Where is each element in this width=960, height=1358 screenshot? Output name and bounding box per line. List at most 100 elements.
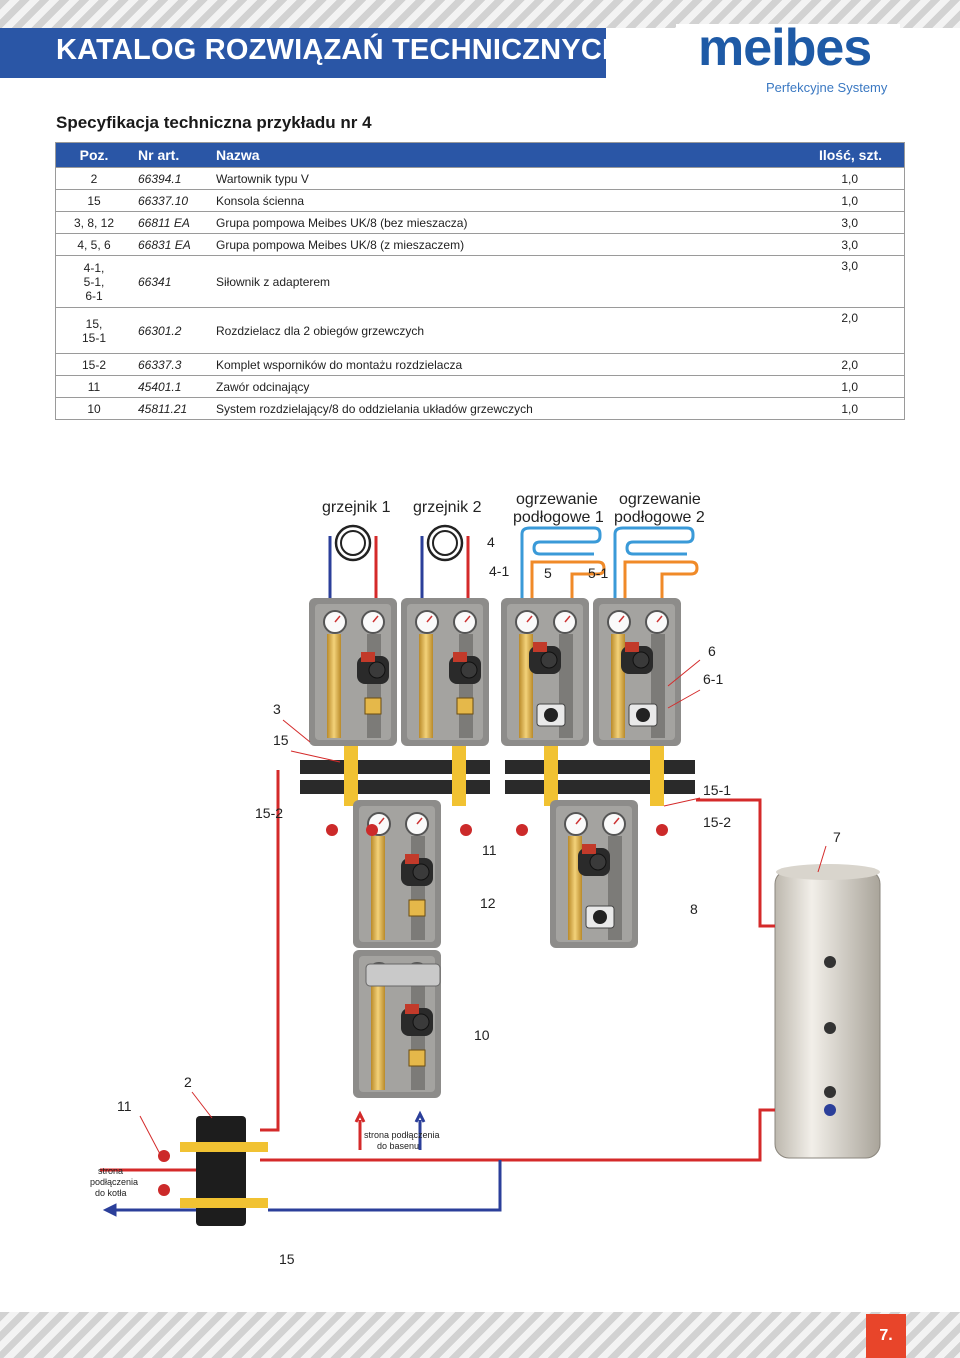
distributor-15-1 [505, 746, 695, 806]
cell-art: 66337.10 [132, 189, 210, 212]
cell-name: Rozdzielacz dla 2 obiegów grzewczych [210, 307, 782, 354]
table-row: 11 45401.1 Zawór odcinający 1,0 [55, 375, 905, 398]
table-header-row: Poz. Nr art. Nazwa Ilość, szt. [55, 142, 905, 168]
callout-3: 3 [273, 701, 281, 717]
cell-qty: 2,0 [782, 307, 905, 354]
cell-poz: 15-2 [55, 353, 132, 376]
boiler-note-line1: strona [98, 1166, 123, 1176]
page-title: KATALOG ROZWIĄZAŃ TECHNICZNYCH [56, 34, 624, 66]
hydraulic-diagram: grzejnik 1 grzejnik 2 ogrzewanie podłogo… [90, 491, 881, 1267]
floor-heating-2-loop [613, 526, 699, 602]
label-floor-1-line1: ogrzewanie [516, 491, 598, 508]
callout-15-bottom: 15 [279, 1251, 295, 1267]
cell-art: 66337.3 [132, 353, 210, 376]
table-row: 4, 5, 6 66831 EA Grupa pompowa Meibes UK… [55, 233, 905, 256]
callout-5-1: 5-1 [588, 565, 608, 581]
cell-qty: 3,0 [782, 211, 905, 234]
callout-8: 8 [690, 901, 698, 917]
radiator1-loop [328, 524, 378, 602]
col-header-poz: Poz. [55, 142, 132, 168]
cell-poz: 10 [55, 397, 132, 420]
storage-tank-7 [774, 864, 881, 1159]
cell-art: 45811.21 [132, 397, 210, 420]
hydraulic-separator-2 [158, 1116, 268, 1226]
col-header-name: Nazwa [210, 142, 782, 168]
spec-title: Specyfikacja techniczna przykładu nr 4 [56, 113, 372, 132]
cell-qty: 1,0 [782, 189, 905, 212]
cell-poz: 15, 15-1 [55, 307, 132, 354]
cell-name: Grupa pompowa Meibes UK/8 (z mieszaczem) [210, 233, 782, 256]
spec-table: Poz. Nr art. Nazwa Ilość, szt. 2 66394.1… [55, 142, 905, 420]
cell-poz: 15 [55, 189, 132, 212]
cell-qty: 1,0 [782, 167, 905, 190]
table-row: 10 45811.21 System rozdzielający/8 do od… [55, 397, 905, 420]
cell-art: 66301.2 [132, 307, 210, 354]
pump-group-4 [501, 598, 589, 746]
callout-6-1: 6-1 [703, 671, 723, 687]
callout-10: 10 [474, 1027, 490, 1043]
radiator2-loop [420, 524, 470, 602]
cell-poz: 11 [55, 375, 132, 398]
callout-15-1: 15-1 [703, 782, 731, 798]
callout-12: 12 [480, 895, 496, 911]
label-floor-1-line2: podłogowe 1 [513, 509, 604, 526]
cell-name: Grupa pompowa Meibes UK/8 (bez mieszacza… [210, 211, 782, 234]
pump-group-12 [353, 800, 441, 948]
callout-15: 15 [273, 732, 289, 748]
table-row: 15 66337.10 Konsola ścienna 1,0 [55, 189, 905, 212]
logo-wordmark: meibes [698, 19, 872, 77]
label-radiator-2: grzejnik 2 [413, 499, 482, 516]
label-radiator-1: grzejnik 1 [322, 499, 391, 516]
pool-note-line1: strona podłączenia [364, 1130, 440, 1140]
cell-qty: 2,0 [782, 353, 905, 376]
cell-name: Zawór odcinający [210, 375, 782, 398]
distributor-15 [300, 746, 490, 806]
cell-name: System rozdzielający/8 do oddzielania uk… [210, 397, 782, 420]
leader-lines [139, 659, 827, 1155]
table-row: 2 66394.1 Wartownik typu V 1,0 [55, 167, 905, 190]
pump-group-5 [593, 598, 681, 746]
pump-group-6 [550, 800, 638, 948]
separation-system-10 [353, 950, 441, 1098]
table-row: 3, 8, 12 66811 EA Grupa pompowa Meibes U… [55, 211, 905, 234]
pump-group-8 [401, 598, 489, 746]
cell-name: Siłownik z adapterem [210, 255, 782, 308]
label-floor-2-line1: ogrzewanie [619, 491, 701, 508]
callout-7: 7 [833, 829, 841, 845]
supply-lines [100, 770, 775, 1217]
cell-art: 66341 [132, 255, 210, 308]
boiler-note-line3: do kotła [95, 1188, 127, 1198]
cell-qty: 1,0 [782, 375, 905, 398]
cell-poz: 3, 8, 12 [55, 211, 132, 234]
pump-group-3 [309, 598, 397, 746]
cell-qty: 3,0 [782, 255, 905, 308]
callout-15-2-left: 15-2 [255, 805, 283, 821]
callout-2: 2 [184, 1074, 192, 1090]
cell-poz: 4, 5, 6 [55, 233, 132, 256]
callout-5: 5 [544, 565, 552, 581]
label-floor-2-line2: podłogowe 2 [614, 509, 705, 526]
cell-art: 66811 EA [132, 211, 210, 234]
cell-poz: 2 [55, 167, 132, 190]
boiler-note-line2: podłączenia [90, 1177, 138, 1187]
cell-qty: 3,0 [782, 233, 905, 256]
shutoff-valves [326, 824, 668, 836]
table-row: 4-1, 5-1, 6-1 66341 Siłownik z adapterem… [55, 255, 905, 308]
callout-4-1: 4-1 [489, 563, 509, 579]
floor-heating-1-loop [520, 526, 606, 602]
cell-name: Konsola ścienna [210, 189, 782, 212]
callout-4: 4 [487, 534, 495, 550]
pool-note-line2: do basenu [377, 1141, 419, 1151]
col-header-qty: Ilość, szt. [782, 142, 905, 168]
cell-art: 66394.1 [132, 167, 210, 190]
meibes-logo: meibes Perfekcyjne Systemy [676, 19, 900, 100]
top-stripe-band [0, 0, 960, 28]
table-row: 15-2 66337.3 Komplet wsporników do monta… [55, 353, 905, 376]
page-number: 7. [866, 1314, 906, 1358]
callout-6: 6 [708, 643, 716, 659]
cell-poz: 4-1, 5-1, 6-1 [55, 255, 132, 308]
logo-tagline: Perfekcyjne Systemy [766, 80, 888, 95]
cell-art: 66831 EA [132, 233, 210, 256]
callout-11-upper: 11 [482, 842, 497, 858]
bottom-stripe-band [0, 1312, 960, 1358]
